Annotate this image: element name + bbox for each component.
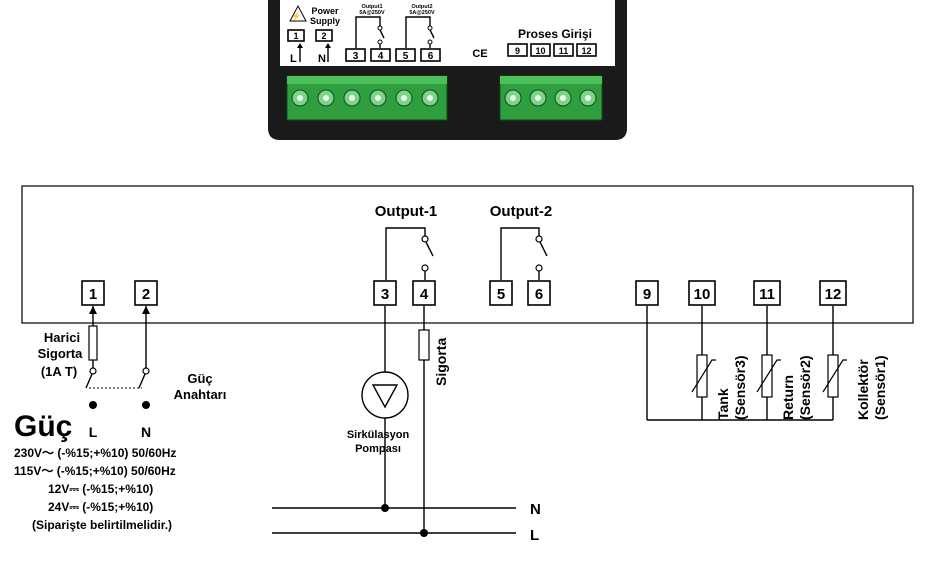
device-terminal-1 xyxy=(287,29,305,42)
svg-text:11: 11 xyxy=(759,286,775,303)
power-supply-label: Power xyxy=(311,6,339,16)
power-supply-label-2: Supply xyxy=(310,16,340,26)
svg-text:10: 10 xyxy=(694,286,711,303)
power-specs: 230V～ (-%15;+%10) 50/60Hz 115V～ (-%15;+%… xyxy=(14,446,176,532)
terminal-3 xyxy=(373,280,397,306)
device-terminal-12 xyxy=(576,43,597,57)
svg-text:3: 3 xyxy=(381,286,389,303)
terminal-11 xyxy=(753,280,781,306)
device-terminal-3 xyxy=(345,48,366,62)
output1-small-label: Output1 xyxy=(361,4,382,10)
svg-text:12: 12 xyxy=(825,286,842,303)
warning-icon xyxy=(289,4,307,22)
device-terminal-4 xyxy=(370,48,391,62)
power-wiring xyxy=(85,306,150,409)
output-fuse-label: Sigorta xyxy=(433,338,449,386)
pump-circuit xyxy=(361,306,430,537)
sensor-circuits xyxy=(646,306,847,421)
svg-text:10: 10 xyxy=(535,46,545,56)
svg-text:Sigorta: Sigorta xyxy=(38,346,84,361)
bus-N-label: N xyxy=(530,501,541,518)
sensor-tank-sub: (Sensör3) xyxy=(732,355,748,420)
output2-small-label: Output2 xyxy=(411,4,432,10)
device-L-label: L xyxy=(290,53,297,65)
terminal-4 xyxy=(412,280,436,306)
terminal-row: 1 2 3 4 5 6 9 10 11 12 xyxy=(81,280,847,306)
device-terminal-2 xyxy=(315,29,333,42)
terminal-5 xyxy=(489,280,513,306)
svg-text:5A@250V: 5A@250V xyxy=(359,10,385,16)
svg-text:⚡: ⚡ xyxy=(291,11,301,21)
svg-text:Anahtarı: Anahtarı xyxy=(174,387,227,402)
sensor-tank-label: Tank xyxy=(715,388,731,420)
device-terminal-9 xyxy=(507,43,528,57)
svg-text:5: 5 xyxy=(403,51,409,62)
pump-label: Sirkülasyon xyxy=(347,429,410,441)
device-terminal-10 xyxy=(530,43,551,57)
connector-block-right xyxy=(499,75,603,121)
svg-text:6: 6 xyxy=(535,286,543,303)
terminal-10 xyxy=(688,280,716,306)
svg-text:5A@250V: 5A@250V xyxy=(409,10,435,16)
phase-L-label: L xyxy=(89,424,98,440)
circulation-pump-icon xyxy=(361,371,409,419)
svg-text:2: 2 xyxy=(321,31,326,41)
relay-output2 xyxy=(500,227,548,280)
sensor-return-label: Return xyxy=(780,375,796,420)
device-terminal-6 xyxy=(420,48,441,62)
svg-text:4: 4 xyxy=(378,51,384,62)
svg-text:12: 12 xyxy=(581,46,591,56)
power-spec-line: (Siparişte belirtilmelidir.) xyxy=(32,518,172,532)
svg-text:11: 11 xyxy=(559,46,569,56)
connector-block-left xyxy=(286,75,448,121)
output2-label: Output-2 xyxy=(490,203,552,220)
process-input-label: Proses Girişi xyxy=(518,27,592,41)
device-N-label: N xyxy=(318,53,326,65)
external-fuse xyxy=(88,325,98,361)
terminal-2 xyxy=(134,280,158,306)
terminal-1 xyxy=(81,280,105,306)
external-fuse-label: Harici xyxy=(44,330,80,345)
svg-text:2: 2 xyxy=(142,286,150,303)
device-terminal-5 xyxy=(395,48,416,62)
power-spec-line: 115V～ (-%15;+%10) 50/60Hz xyxy=(14,464,176,478)
power-spec-line: 230V～ (-%15;+%10) 50/60Hz xyxy=(14,446,176,460)
output-fuse xyxy=(418,329,430,361)
terminal-9 xyxy=(635,280,659,306)
terminal-6 xyxy=(527,280,551,306)
sensor-return-sub: (Sensör2) xyxy=(797,355,813,420)
svg-text:(1A T): (1A T) xyxy=(41,364,77,379)
sensor-collector-label: Kollektör xyxy=(855,359,871,420)
device-rear-view: ⚡ Power Supply 1 2 L N Output1 5A@250V O… xyxy=(268,0,627,140)
power-title: Güç xyxy=(14,410,72,443)
output1-label: Output-1 xyxy=(375,203,437,220)
svg-text:9: 9 xyxy=(515,46,520,56)
svg-text:4: 4 xyxy=(420,286,429,303)
svg-text:Pompası: Pompası xyxy=(355,443,401,455)
power-spec-line: 24V⎓ (-%15;+%10) xyxy=(48,500,153,514)
bus-L-label: L xyxy=(530,527,539,544)
svg-text:1: 1 xyxy=(293,31,298,41)
phase-N-label: N xyxy=(141,424,151,440)
power-spec-line: 12V⎓ (-%15;+%10) xyxy=(48,482,153,496)
sensor-collector-sub: (Sensör1) xyxy=(872,355,888,420)
svg-text:3: 3 xyxy=(353,51,359,62)
controller-outline xyxy=(21,185,914,324)
terminal-12 xyxy=(819,280,847,306)
power-switch-label: Güç xyxy=(187,371,212,386)
ce-mark: CE xyxy=(472,48,487,60)
svg-text:6: 6 xyxy=(428,51,434,62)
svg-text:9: 9 xyxy=(643,286,651,303)
device-terminal-11 xyxy=(553,43,574,57)
svg-text:5: 5 xyxy=(497,286,505,303)
relay-output1 xyxy=(385,227,434,280)
svg-text:1: 1 xyxy=(89,286,97,303)
